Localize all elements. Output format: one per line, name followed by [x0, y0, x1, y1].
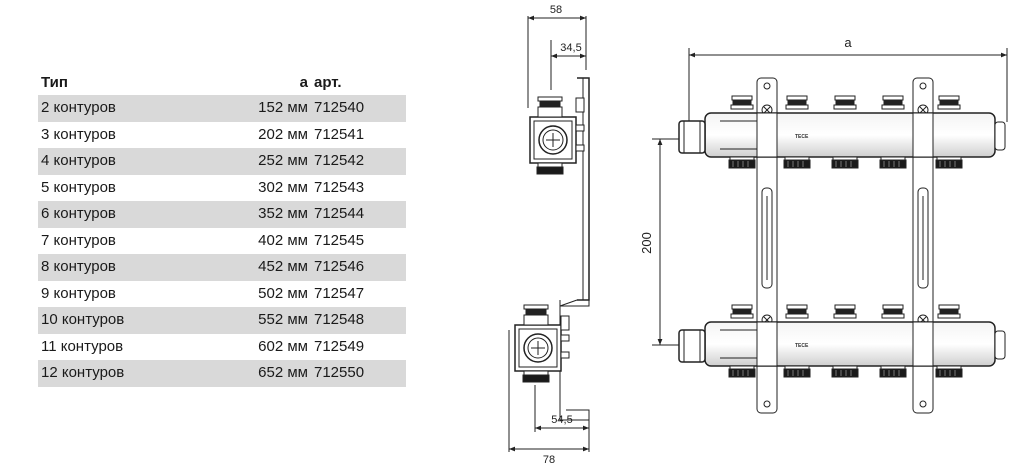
dim-height-200: 200: [639, 232, 654, 254]
row-type: 9 контуров: [41, 284, 116, 302]
manifold-bottom: [678, 304, 1006, 378]
table-header: Тип a арт.: [38, 71, 406, 95]
dim-width-a: a: [844, 35, 852, 50]
table-row: 11 контуров 602 мм 712549: [38, 334, 406, 361]
manifold-table: Тип a арт. 2 контуров 152 мм 712540 3 ко…: [38, 71, 406, 387]
front-view: [652, 48, 1008, 414]
table-row: 6 контуров 352 мм 712544: [38, 201, 406, 228]
row-type: 5 контуров: [41, 178, 116, 196]
row-type: 10 контуров: [41, 311, 125, 328]
logo-top: TECE: [795, 134, 809, 140]
header-art: арт.: [314, 74, 342, 91]
row-type: 3 контуров: [41, 125, 116, 143]
row-type: 7 контуров: [41, 231, 116, 249]
table-row: 8 контуров 452 мм 712546: [38, 254, 406, 281]
row-a: 652 мм: [258, 364, 308, 381]
row-art: 712549: [314, 337, 365, 355]
row-a: 152 мм: [258, 99, 308, 116]
row-a: 352 мм: [258, 205, 308, 222]
row-a: 502 мм: [258, 284, 308, 302]
row-art: 712548: [314, 311, 365, 328]
row-a: 452 мм: [258, 258, 308, 275]
dim-bottom-width: 78: [543, 454, 555, 466]
manifold-top: [678, 95, 1006, 169]
table-row: 2 контуров 152 мм 712540: [38, 95, 406, 122]
header-a: a: [299, 74, 308, 91]
table-row: 5 контуров 302 мм 712543: [38, 175, 406, 202]
row-a: 552 мм: [258, 311, 308, 328]
dim-top-width: 58: [550, 4, 562, 16]
row-art: 712550: [314, 364, 365, 381]
row-a: 402 мм: [258, 231, 308, 249]
row-art: 712540: [314, 99, 365, 116]
row-art: 712542: [314, 152, 365, 169]
row-type: 12 контуров: [41, 364, 125, 381]
dim-bottom-offset: 54,5: [551, 414, 572, 426]
logo-bottom: TECE: [795, 343, 809, 349]
row-art: 712545: [314, 231, 365, 249]
row-a: 252 мм: [258, 152, 308, 169]
table-row: 9 контуров 502 мм 712547: [38, 281, 406, 308]
table-row: 7 контуров 402 мм 712545: [38, 228, 406, 255]
row-type: 11 контуров: [41, 337, 124, 355]
row-art: 712544: [314, 205, 365, 222]
row-art: 712543: [314, 178, 365, 196]
dim-top-offset: 34,5: [560, 42, 581, 54]
row-art: 712547: [314, 284, 365, 302]
table-row: 3 контуров 202 мм 712541: [38, 122, 406, 149]
row-a: 602 мм: [258, 337, 308, 355]
table-row: 12 контуров 652 мм 712550: [38, 360, 406, 387]
row-type: 6 контуров: [41, 205, 116, 222]
row-art: 712546: [314, 258, 365, 275]
row-art: 712541: [314, 125, 365, 143]
header-type: Тип: [41, 74, 68, 91]
side-view: [508, 15, 590, 452]
row-type: 2 контуров: [41, 99, 116, 116]
row-type: 4 контуров: [41, 152, 116, 169]
row-type: 8 контуров: [41, 258, 116, 275]
row-a: 302 мм: [258, 178, 308, 196]
table-row: 4 контуров 252 мм 712542: [38, 148, 406, 175]
row-a: 202 мм: [258, 125, 308, 143]
table-row: 10 контуров 552 мм 712548: [38, 307, 406, 334]
